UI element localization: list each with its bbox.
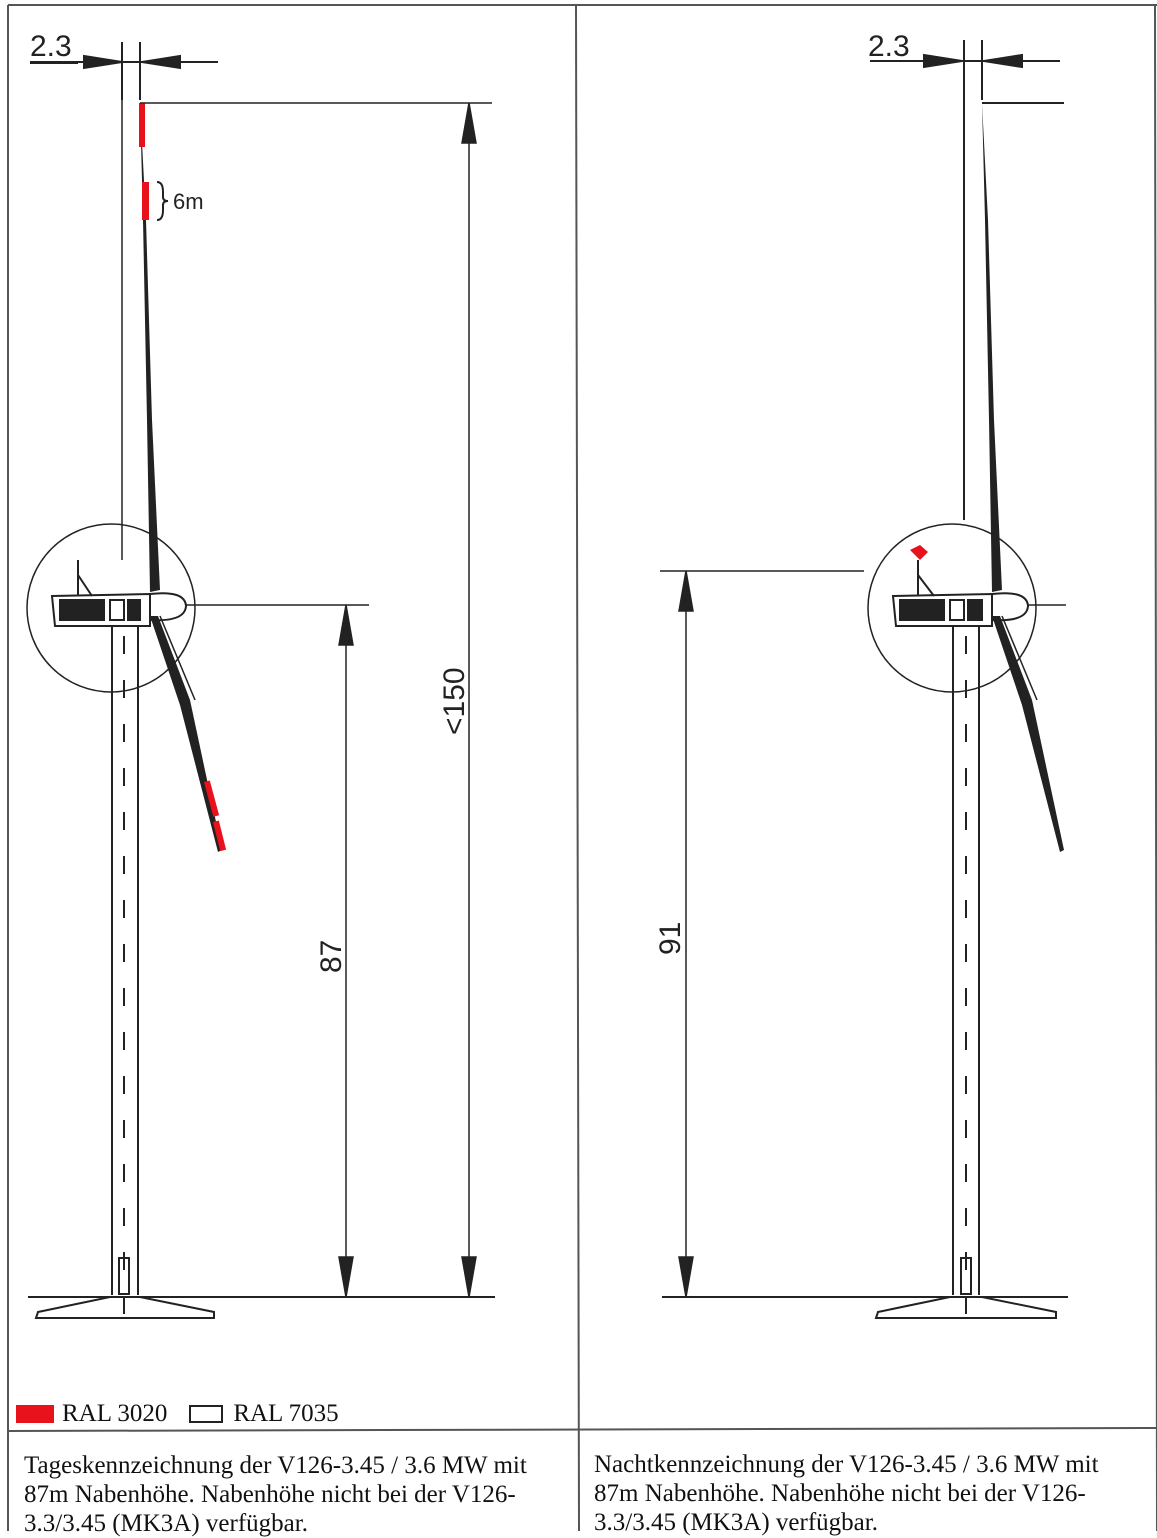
ral-7035-label: RAL 7035 <box>233 1400 339 1427</box>
tip-segment-label: 6m <box>173 189 204 214</box>
left-panel-drawing: 2.3 6m <box>26 30 495 1320</box>
color-legend: RAL 3020 RAL 7035 <box>16 1397 339 1431</box>
rotor-offset-label-left: 2.3 <box>30 30 72 63</box>
obstruction-light-icon <box>910 545 928 560</box>
tower-left <box>111 626 139 1320</box>
total-height-label: <150 <box>438 667 471 735</box>
caption-day-marking: Tageskennzeichnung der V126-3.45 / 3.6 M… <box>24 1451 564 1538</box>
blade-tip-red-band-left <box>139 103 145 147</box>
foundation-right <box>662 1296 1068 1319</box>
upper-blade-right <box>982 103 1002 592</box>
caption-night-line-1: Nachtkennzeichnung der V126-3.45 / 3.6 M… <box>594 1451 1099 1478</box>
nacelle-left <box>50 560 188 627</box>
caption-day-line-2: 87m Nabenhöhe. Nabenhöhe nicht bei der V… <box>24 1481 516 1508</box>
caption-night-line-3: 3.3/3.45 (MK3A) verfügbar. <box>594 1509 878 1536</box>
brace-icon <box>156 181 169 221</box>
lower-blade-left <box>150 616 222 852</box>
caption-day-line-1: Tageskennzeichnung der V126-3.45 / 3.6 M… <box>24 1452 527 1479</box>
rotor-offset-label-right: 2.3 <box>868 30 910 63</box>
upper-blade-left <box>140 103 160 592</box>
rotor-offset-dimension-right <box>870 40 1064 520</box>
lower-blade-right <box>992 616 1064 852</box>
blade-red-band-left <box>142 182 149 220</box>
tower-right <box>952 626 980 1320</box>
ral-3020-swatch <box>16 1405 54 1423</box>
ral-7035-swatch <box>189 1405 224 1423</box>
blade-red-band-lower-2-left <box>213 820 227 852</box>
hub-height-dimension-left <box>338 604 354 1298</box>
blade-red-band-lower-1-left <box>204 780 220 817</box>
hub-height-label-right: 91 <box>654 922 687 955</box>
table-frame <box>7 4 1157 1531</box>
caption-day-line-3: 3.3/3.45 (MK3A) verfügbar. <box>24 1510 308 1537</box>
ral-3020-label: RAL 3020 <box>62 1400 168 1427</box>
hub-height-dimension-right <box>660 570 864 1298</box>
total-height-dimension <box>140 102 492 1298</box>
hub-height-label-left: 87 <box>315 940 348 973</box>
caption-night-marking: Nachtkennzeichnung der V126-3.45 / 3.6 M… <box>594 1450 1139 1537</box>
foundation-left <box>28 1296 495 1319</box>
caption-night-line-2: 87m Nabenhöhe. Nabenhöhe nicht bei der V… <box>594 1480 1086 1507</box>
right-panel-drawing: 2.3 <box>654 30 1068 1320</box>
nacelle-right <box>891 560 1030 627</box>
rotor-offset-dimension-left <box>30 42 218 100</box>
